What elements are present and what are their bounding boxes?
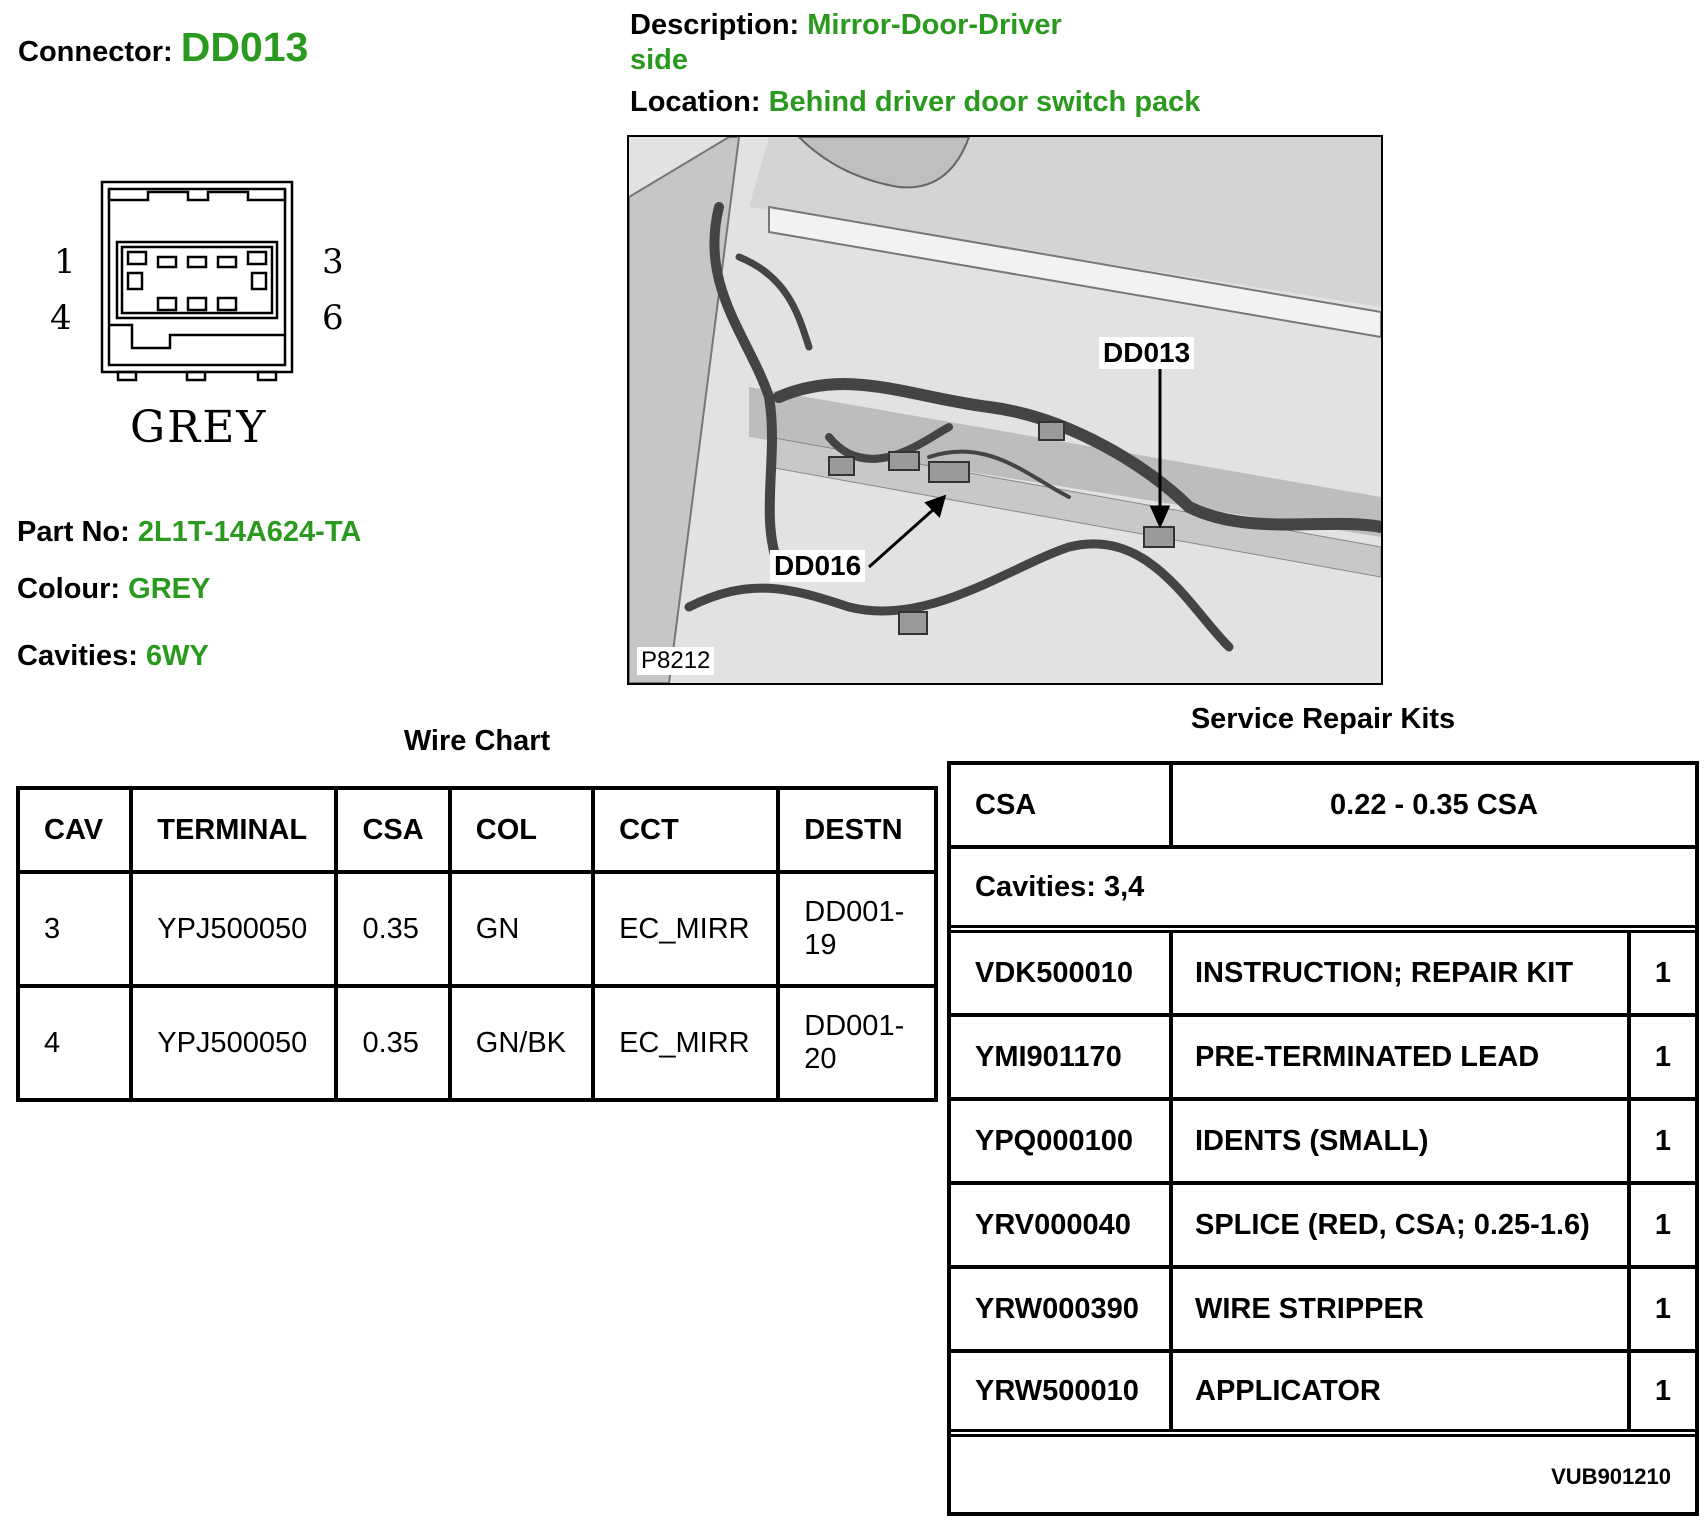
- kit-quantity: 1: [1654, 1374, 1672, 1407]
- header-col: COL: [447, 786, 596, 874]
- location-field: Location: Behind driver door switch pack: [630, 86, 1200, 119]
- wire-chart-table: CAV TERMINAL CSA COL CCT DESTN 3 YPJ5000…: [15, 786, 938, 1102]
- header-destn: DESTN: [776, 786, 938, 874]
- kit-part-number: YRW000390: [975, 1292, 1139, 1325]
- cavities-label: Cavities:: [17, 640, 138, 672]
- pin-label-4: 4: [50, 298, 72, 338]
- kit-csa-row: CSA 0.22 - 0.35 CSA: [951, 765, 1695, 849]
- colour-field: Colour: GREY: [17, 573, 210, 606]
- list-item: YPQ000100 IDENTS (SMALL) 1: [951, 1101, 1695, 1185]
- kit-cavities-row: Cavities: 3,4: [951, 849, 1695, 933]
- cell-col: GN: [447, 870, 596, 988]
- header-csa: CSA: [334, 786, 452, 874]
- location-photo: DD013 DD016 P8212: [627, 135, 1383, 685]
- pin-label-6: 6: [322, 298, 344, 338]
- kit-part-number: YRW500010: [975, 1374, 1139, 1407]
- location-value: Behind driver door switch pack: [768, 86, 1201, 118]
- description-label: Description:: [630, 9, 800, 41]
- description-value: Mirror-Door-Driver side: [630, 9, 1062, 76]
- kit-quantity: 1: [1654, 1040, 1672, 1073]
- cell-cav: 3: [15, 870, 134, 988]
- header-cct: CCT: [591, 786, 781, 874]
- callout-dd013: DD013: [1099, 337, 1195, 369]
- kit-quantity: 1: [1654, 1208, 1672, 1241]
- cell-cct: EC_MIRR: [591, 984, 781, 1102]
- kit-quantity: 1: [1654, 1292, 1672, 1325]
- table-row: 4 YPJ500050 0.35 GN/BK EC_MIRR DD001-20: [15, 984, 938, 1102]
- table-row: 3 YPJ500050 0.35 GN EC_MIRR DD001-19: [15, 870, 938, 988]
- cavities-value: 6WY: [145, 640, 209, 672]
- connector-value: DD013: [180, 24, 309, 70]
- list-item: YRW000390 WIRE STRIPPER 1: [951, 1269, 1695, 1353]
- kit-description: PRE-TERMINATED LEAD: [1195, 1040, 1540, 1073]
- kit-description: IDENTS (SMALL): [1195, 1124, 1429, 1157]
- header-cav: CAV: [15, 786, 134, 874]
- cavities-field: Cavities: 6WY: [17, 640, 209, 673]
- part-no-label: Part No:: [17, 516, 130, 548]
- description-field: Description: Mirror-Door-Driver side: [630, 8, 1110, 78]
- connector-field: Connector: DD013: [18, 24, 308, 71]
- kit-description: APPLICATOR: [1195, 1374, 1381, 1407]
- connector-label: Connector:: [18, 36, 173, 68]
- wire-chart-header-row: CAV TERMINAL CSA COL CCT DESTN: [15, 786, 938, 874]
- kit-quantity: 1: [1654, 956, 1672, 989]
- kit-footer-code: VUB901210: [1551, 1464, 1671, 1489]
- figure-id: P8212: [637, 647, 715, 675]
- kit-cavities-text: Cavities: 3,4: [975, 870, 1145, 903]
- cell-terminal: YPJ500050: [129, 870, 339, 988]
- pin-label-1: 1: [54, 242, 76, 282]
- kit-description: SPLICE (RED, CSA; 0.25-1.6): [1195, 1208, 1590, 1241]
- list-item: VDK500010 INSTRUCTION; REPAIR KIT 1: [951, 933, 1695, 1017]
- part-no-field: Part No: 2L1T-14A624-TA: [17, 516, 361, 549]
- cell-csa: 0.35: [334, 870, 452, 988]
- wire-chart-title: Wire Chart: [403, 725, 551, 757]
- kit-part-number: YRV000040: [975, 1208, 1131, 1241]
- header-terminal: TERMINAL: [129, 786, 339, 874]
- cell-cct: EC_MIRR: [591, 870, 781, 988]
- colour-label: Colour:: [17, 573, 121, 605]
- list-item: YRW500010 APPLICATOR 1: [951, 1353, 1695, 1437]
- list-item: YRV000040 SPLICE (RED, CSA; 0.25-1.6) 1: [951, 1185, 1695, 1269]
- kit-part-number: YMI901170: [975, 1040, 1122, 1073]
- kit-description: WIRE STRIPPER: [1195, 1292, 1424, 1325]
- part-no-value: 2L1T-14A624-TA: [137, 516, 362, 548]
- cell-col: GN/BK: [447, 984, 596, 1102]
- cell-destn: DD001-20: [776, 984, 938, 1102]
- cell-destn: DD001-19: [776, 870, 938, 988]
- diagram-colour-text: GREY: [130, 402, 268, 453]
- door-harness-illustration: [629, 137, 1381, 683]
- service-kits-table: CSA 0.22 - 0.35 CSA Cavities: 3,4 VDK500…: [947, 761, 1699, 1516]
- location-label: Location:: [630, 86, 761, 118]
- kit-csa-label: CSA: [975, 788, 1037, 821]
- kit-quantity: 1: [1654, 1124, 1672, 1157]
- list-item: YMI901170 PRE-TERMINATED LEAD 1: [951, 1017, 1695, 1101]
- connector-face-drawing: [100, 180, 294, 382]
- cell-csa: 0.35: [334, 984, 452, 1102]
- cell-terminal: YPJ500050: [129, 984, 339, 1102]
- cell-cav: 4: [15, 984, 134, 1102]
- pin-label-3: 3: [322, 242, 344, 282]
- kit-description: INSTRUCTION; REPAIR KIT: [1195, 956, 1574, 989]
- colour-value: GREY: [128, 573, 211, 605]
- service-kits-title: Service Repair Kits: [1190, 703, 1456, 735]
- kit-part-number: VDK500010: [975, 956, 1133, 989]
- kit-part-number: YPQ000100: [975, 1124, 1134, 1157]
- connector-face-diagram: 1 3 4 6 GREY: [40, 170, 360, 470]
- callout-dd016: DD016: [770, 550, 866, 582]
- kit-csa-value: 0.22 - 0.35 CSA: [1330, 788, 1538, 821]
